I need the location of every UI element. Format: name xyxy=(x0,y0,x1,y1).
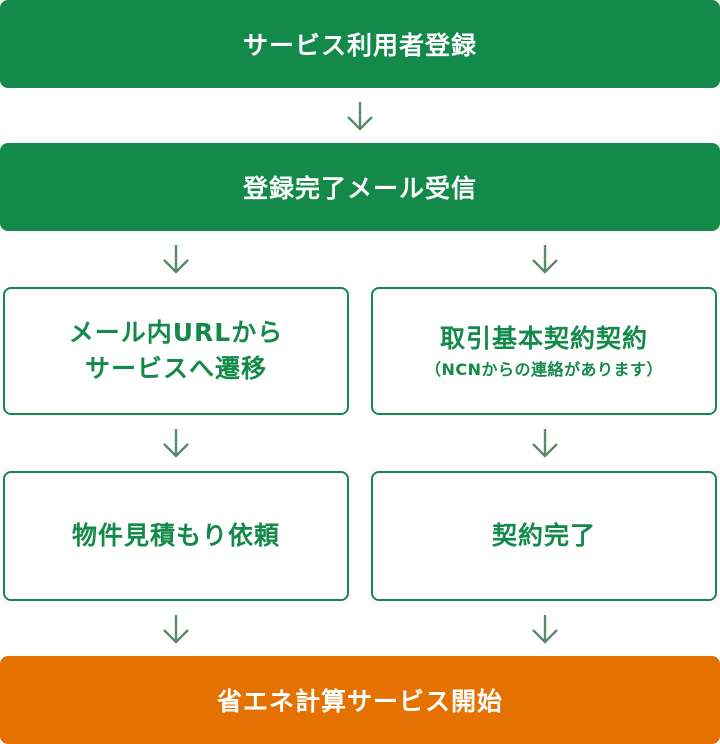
step-estimate-request-label: 物件見積もり依頼 xyxy=(71,521,280,550)
step-basic-contract-note: （NCNからの連絡があります） xyxy=(424,360,664,379)
step-estimate-request: 物件見積もり依頼 xyxy=(3,471,349,601)
step-registration-label: サービス利用者登録 xyxy=(242,31,477,60)
step-confirmation-mail-label: 登録完了メール受信 xyxy=(242,174,477,203)
arrow-down-icon xyxy=(532,245,558,274)
step-url-transition-line2: サービスへ遷移 xyxy=(84,354,267,383)
step-basic-contract-title: 取引基本契約契約 xyxy=(439,324,648,353)
step-confirmation-mail: 登録完了メール受信 xyxy=(0,143,720,231)
arrow-down-icon xyxy=(163,245,189,274)
arrow-down-icon xyxy=(163,615,189,644)
step-start-service: 省エネ計算サービス開始 xyxy=(0,656,720,744)
step-start-service-label: 省エネ計算サービス開始 xyxy=(216,687,503,716)
arrow-down-icon xyxy=(532,615,558,644)
step-basic-contract: 取引基本契約契約 （NCNからの連絡があります） xyxy=(371,287,717,415)
arrow-down-icon xyxy=(163,429,189,458)
step-contract-complete-label: 契約完了 xyxy=(491,521,596,550)
step-url-transition-line1: メール内URLから xyxy=(68,318,284,347)
step-contract-complete: 契約完了 xyxy=(371,471,717,601)
arrow-down-icon xyxy=(347,102,373,131)
step-url-transition: メール内URLから サービスへ遷移 xyxy=(3,287,349,415)
arrow-down-icon xyxy=(532,429,558,458)
step-registration: サービス利用者登録 xyxy=(0,0,720,88)
